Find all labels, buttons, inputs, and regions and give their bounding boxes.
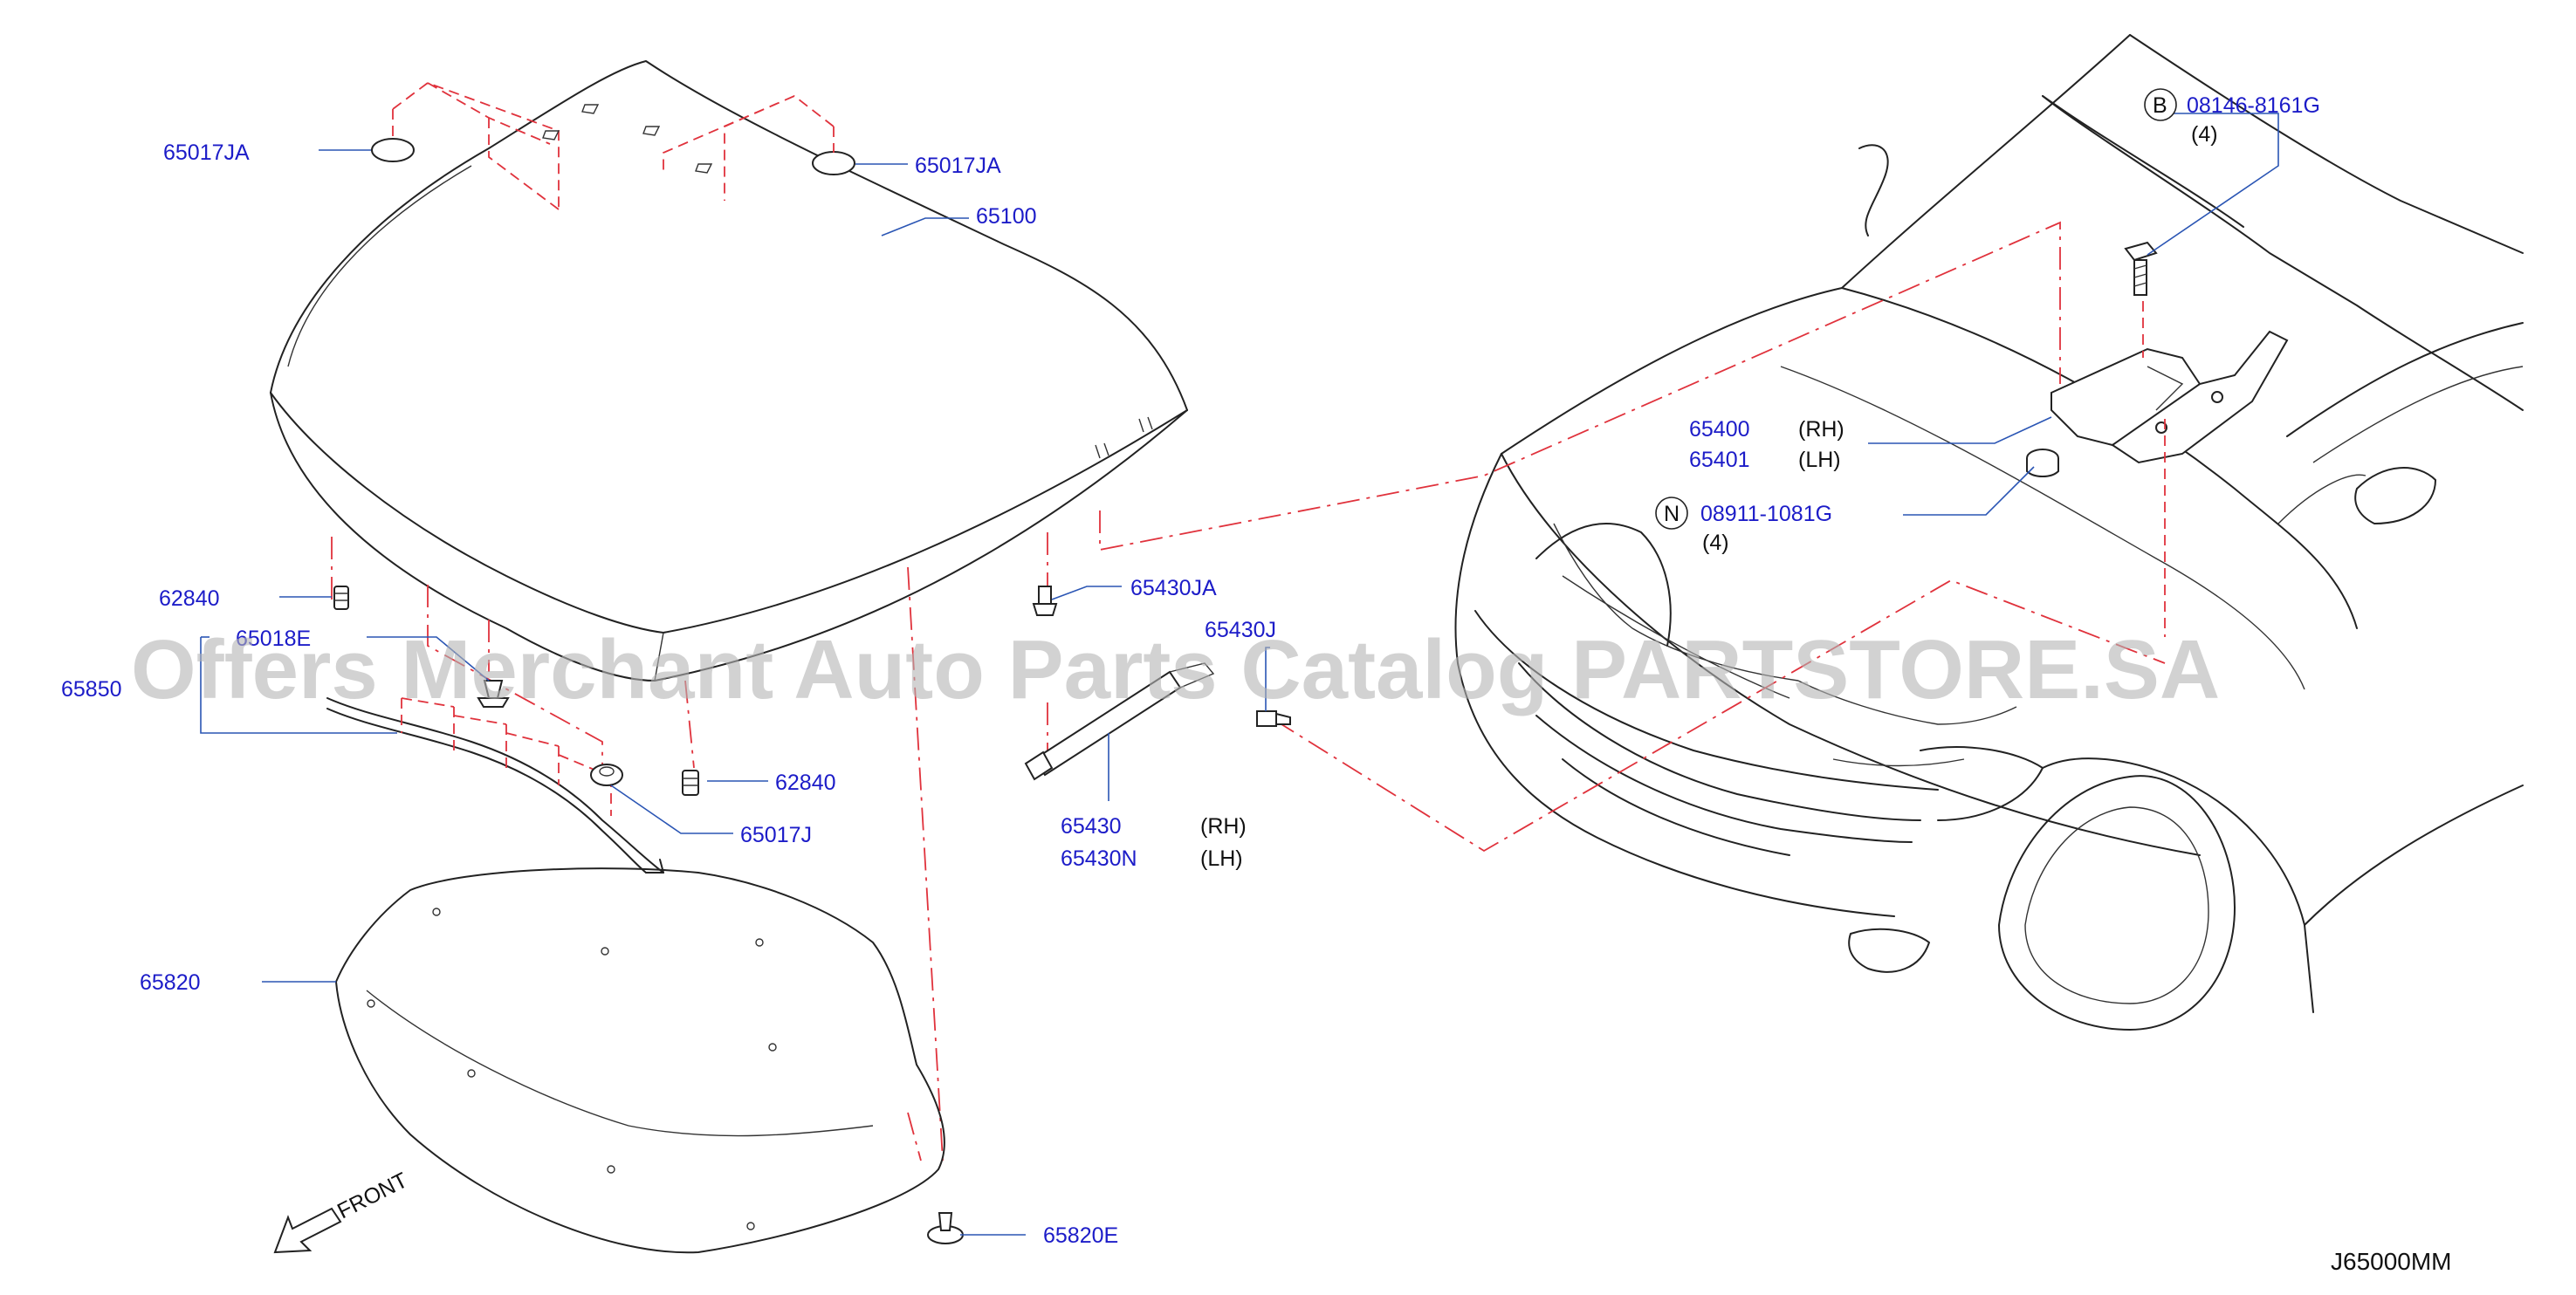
hood-hinge-part [2050,330,2289,464]
nut-quantity: (4) [1702,531,1729,555]
hinge-bolt-part [2124,241,2158,296]
leader-lines [200,113,2279,1236]
hood-bottom-guides [331,221,2166,1161]
hood-gas-stay-part [1024,662,1215,781]
front-direction-indicator: FRONT [273,1168,411,1254]
part-label-62840-top[interactable]: 62840 [159,586,220,611]
clip-part [477,680,510,708]
nut-marker-letter: N [1664,502,1680,526]
insulator-clip-part [927,1212,964,1244]
nut-marker-circle [1655,497,1688,530]
part-label-65820E[interactable]: 65820E [1043,1223,1118,1248]
side-label-65400-rh: (RH) [1798,417,1844,442]
part-label-65430[interactable]: 65430 [1061,814,1122,839]
part-label-65017J[interactable]: 65017J [740,823,812,847]
vehicle-outline [1454,34,2524,1031]
part-label-65400[interactable]: 65400 [1689,417,1750,442]
part-label-65850[interactable]: 65850 [61,677,122,702]
diagram-code: J65000MM [2331,1248,2452,1275]
part-label-65430J[interactable]: 65430J [1205,618,1276,642]
part-label-65017JA-left[interactable]: 65017JA [163,140,250,165]
part-label-65017JA-right[interactable]: 65017JA [915,154,1001,178]
part-label-65430N[interactable]: 65430N [1061,846,1137,871]
hinge-nut-part [2026,449,2059,477]
bolt-quantity: (4) [2191,122,2218,147]
part-label-65018E[interactable]: 65018E [236,627,311,651]
hood-grommet-left [371,138,415,162]
bolt-marker-circle [2144,88,2177,121]
hood-seal-part [326,697,664,874]
part-label-08911-1081G[interactable]: 08911-1081G [1700,502,1832,526]
grommet-part [590,764,623,786]
part-label-65820[interactable]: 65820 [140,970,201,995]
part-label-65401[interactable]: 65401 [1689,448,1750,472]
front-label: FRONT [333,1168,411,1223]
side-label-65430-rh: (RH) [1200,814,1247,839]
hood-insulator-part [335,867,945,1254]
side-label-65430N-lh: (LH) [1200,846,1243,871]
ball-stud-side-part [1256,710,1291,727]
hood-bumper-rubber-bottom [682,770,699,796]
hood-grommet-right [812,151,855,175]
watermark-text: Offers Merchant Auto Parts Catalog PARTS… [131,623,2220,716]
part-label-65100[interactable]: 65100 [976,204,1037,229]
part-label-08146-8161G[interactable]: 08146-8161G [2187,93,2320,118]
part-label-62840-bottom[interactable]: 62840 [775,771,836,795]
hood-panel-part [270,60,1188,682]
bolt-marker-letter: B [2153,93,2167,118]
hood-top-guides [392,81,835,210]
side-label-65401-lh: (LH) [1798,448,1841,472]
part-label-65430JA[interactable]: 65430JA [1130,576,1217,600]
ball-stud-top-part [1032,586,1058,616]
hood-bumper-rubber-top [333,586,349,610]
part-labels: 65017JA 65017JA 65100 62840 65018E 65850… [61,88,2320,1248]
